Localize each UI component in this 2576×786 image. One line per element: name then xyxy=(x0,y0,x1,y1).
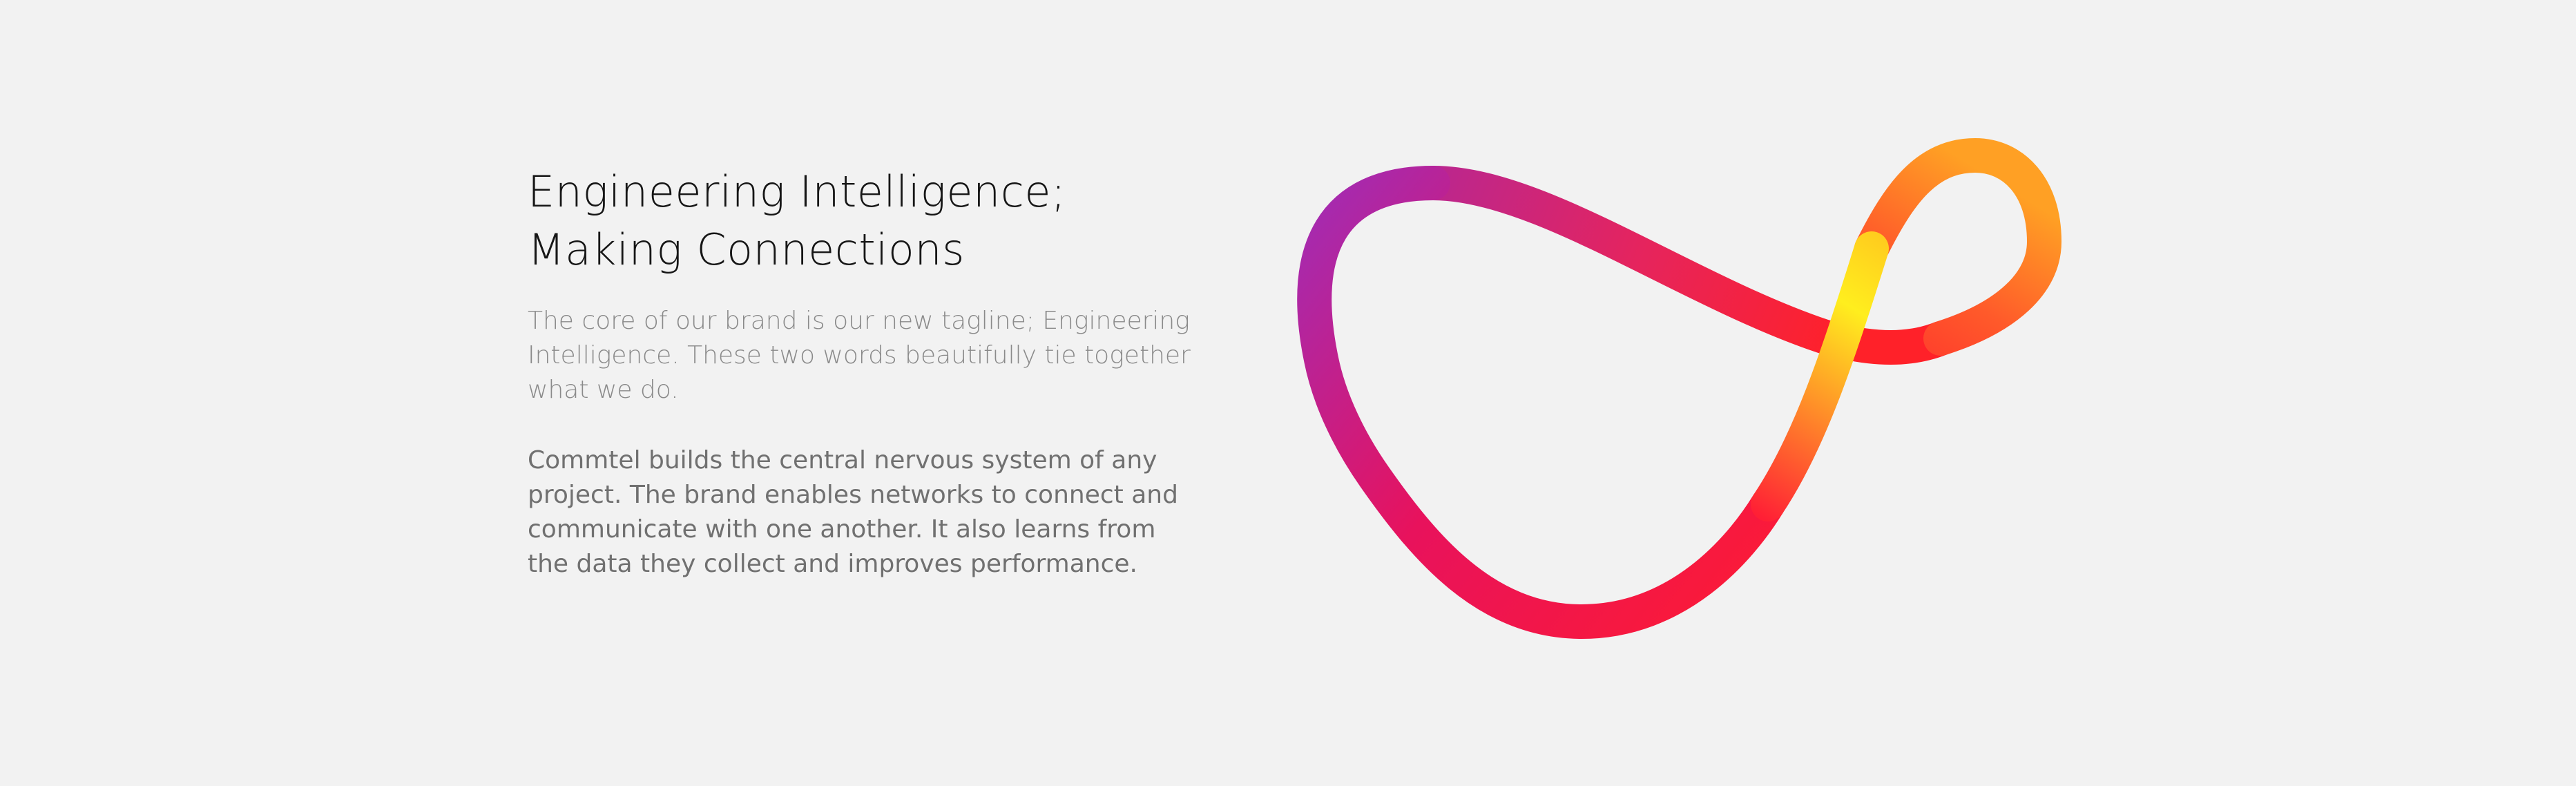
title-line-1: Engineering Intelligence; xyxy=(528,166,1066,217)
intro-paragraph: The core of our brand is our new tagline… xyxy=(528,307,1191,404)
page-title: Engineering Intelligence; Making Connect… xyxy=(528,163,1191,279)
logo-large-loop-stroke xyxy=(1297,166,1785,639)
body-paragraph: Commtel builds the central nervous syste… xyxy=(528,446,1178,578)
logo-small-loop-stroke xyxy=(1854,138,2061,356)
logo-rising-stroke xyxy=(1751,231,1889,521)
logo-upper-stroke xyxy=(1416,166,1958,365)
title-line-2: Making Connections xyxy=(528,224,965,275)
content-section: Engineering Intelligence; Making Connect… xyxy=(528,163,1191,582)
infinity-loop-logo-icon xyxy=(1297,138,2061,639)
